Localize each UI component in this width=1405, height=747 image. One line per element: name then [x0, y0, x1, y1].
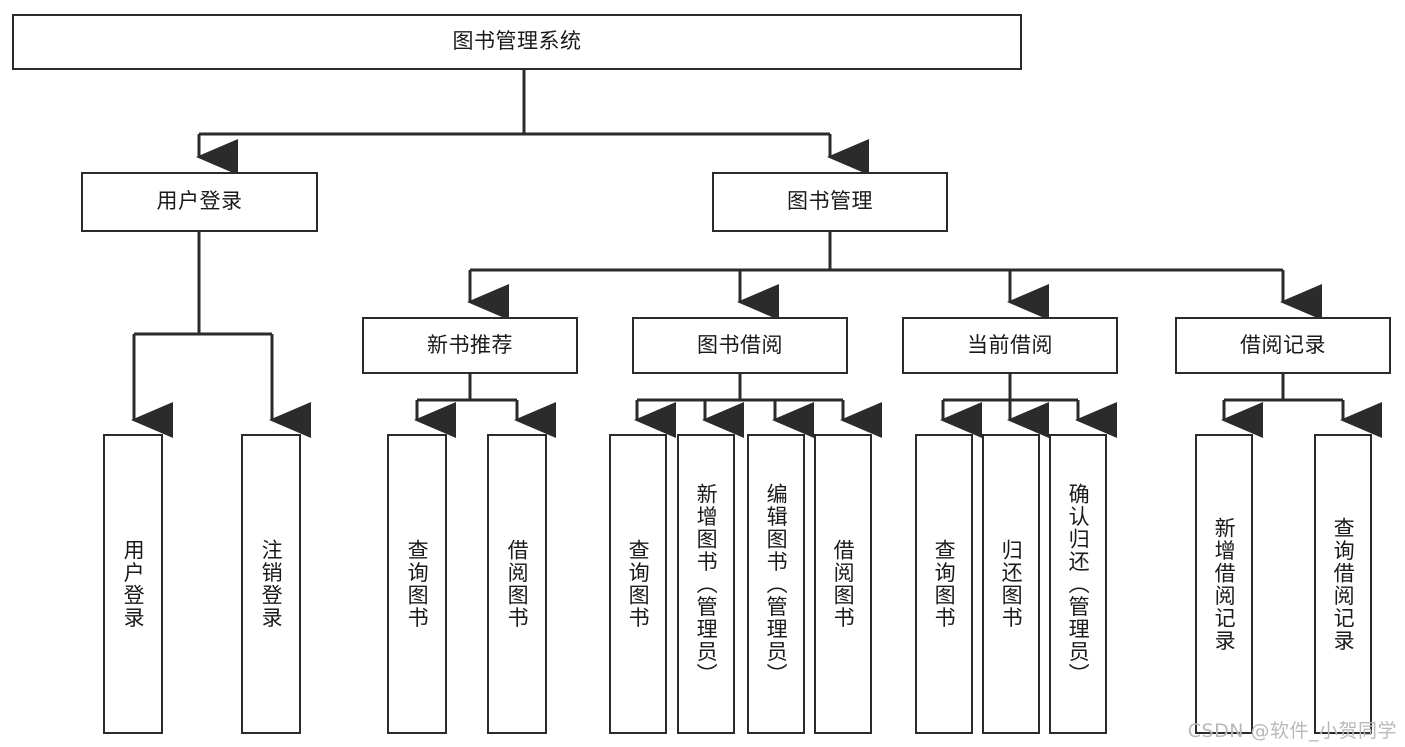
- node-new-book-recommend[interactable]: 新书推荐: [362, 317, 578, 374]
- node-label: 当前借阅: [967, 332, 1053, 357]
- leaf-borrow-add-book-admin[interactable]: 新增图书（管理员）: [677, 434, 735, 734]
- node-label: 图书借阅: [697, 332, 783, 357]
- node-label: 图书管理: [787, 189, 873, 214]
- leaf-user-login-logout[interactable]: 注销登录: [241, 434, 301, 734]
- node-label: 查询借阅记录: [1331, 516, 1356, 652]
- node-label: 借阅记录: [1240, 332, 1326, 357]
- leaf-current-query-book[interactable]: 查询图书: [915, 434, 973, 734]
- node-borrow-record[interactable]: 借阅记录: [1175, 317, 1391, 374]
- node-user-login[interactable]: 用户登录: [81, 172, 318, 232]
- node-label: 编辑图书（管理员）: [764, 482, 789, 686]
- node-book-management[interactable]: 图书管理: [712, 172, 948, 232]
- node-label: 借阅图书: [505, 539, 530, 629]
- leaf-record-query-record[interactable]: 查询借阅记录: [1314, 434, 1372, 734]
- leaf-current-return-book[interactable]: 归还图书: [982, 434, 1040, 734]
- leaf-current-confirm-return-admin[interactable]: 确认归还（管理员）: [1049, 434, 1107, 734]
- node-label: 查询图书: [626, 539, 651, 629]
- node-label: 确认归还（管理员）: [1066, 482, 1091, 686]
- leaf-borrow-query-book[interactable]: 查询图书: [609, 434, 667, 734]
- leaf-new-book-query[interactable]: 查询图书: [387, 434, 447, 734]
- node-label: 用户登录: [156, 189, 243, 214]
- node-label: 新书推荐: [427, 332, 513, 357]
- node-label: 注销登录: [259, 539, 284, 629]
- leaf-borrow-edit-book-admin[interactable]: 编辑图书（管理员）: [747, 434, 805, 734]
- node-book-borrow[interactable]: 图书借阅: [632, 317, 848, 374]
- node-current-borrow[interactable]: 当前借阅: [902, 317, 1118, 374]
- leaf-user-login-login[interactable]: 用户登录: [103, 434, 163, 734]
- leaf-record-add-record[interactable]: 新增借阅记录: [1195, 434, 1253, 734]
- node-label: 新增图书（管理员）: [694, 482, 719, 686]
- leaf-borrow-borrow-book[interactable]: 借阅图书: [814, 434, 872, 734]
- leaf-new-book-borrow[interactable]: 借阅图书: [487, 434, 547, 734]
- node-label: 图书管理系统: [452, 29, 582, 54]
- node-label: 查询图书: [405, 539, 430, 629]
- node-label: 用户登录: [121, 539, 146, 629]
- node-label: 新增借阅记录: [1212, 516, 1237, 652]
- node-root-system[interactable]: 图书管理系统: [12, 14, 1022, 70]
- node-label: 查询图书: [932, 539, 957, 629]
- node-label: 借阅图书: [831, 539, 856, 629]
- node-label: 归还图书: [999, 539, 1024, 629]
